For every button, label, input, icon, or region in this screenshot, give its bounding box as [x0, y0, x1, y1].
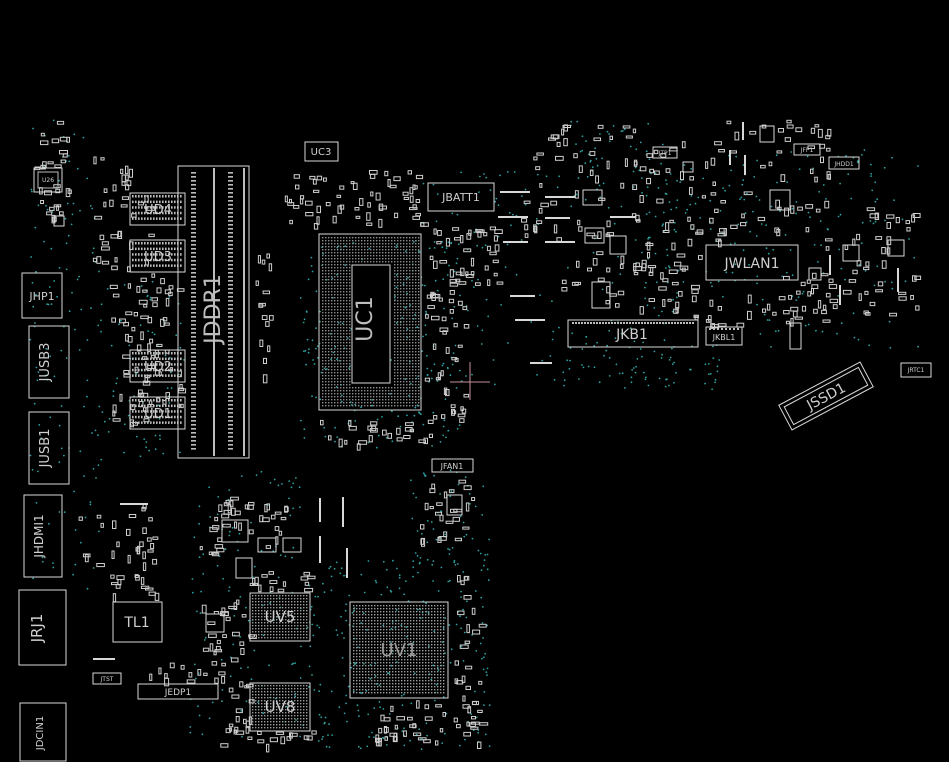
- component-ud2[interactable]: UD2: [129, 349, 186, 383]
- label-jkbl1: JKBL1: [712, 333, 736, 342]
- connector-jkb1[interactable]: JKB1: [567, 319, 699, 348]
- label-jtp1: JTP1: [658, 150, 672, 157]
- connector-jhdd1[interactable]: JHDD1: [828, 156, 860, 170]
- crosshair-cursor: [450, 362, 490, 400]
- label-u26: U26: [42, 177, 54, 184]
- label-uc1: UC1: [353, 296, 378, 341]
- label-jhdmi1: JHDMI1: [32, 514, 46, 558]
- label-jrtc1: JRTC1: [907, 367, 925, 374]
- misc-outlines: [53, 125, 905, 633]
- component-ud4[interactable]: UD4: [129, 192, 186, 226]
- connector-jfp1[interactable]: JFP1: [793, 143, 821, 156]
- label-uv1: UV1: [381, 640, 418, 661]
- label-jusb1: JUSB1: [38, 429, 53, 469]
- label-ud3: UD3: [144, 250, 172, 265]
- label-jedp1: JEDP1: [164, 688, 191, 698]
- label-ud1: UD1: [144, 407, 172, 422]
- label-jhp1: JHP1: [28, 290, 54, 303]
- label-jrj1: JRJ1: [28, 614, 46, 644]
- connector-jhdmi1[interactable]: JHDMI1: [23, 494, 63, 578]
- label-jwlan1: JWLAN1: [723, 256, 779, 272]
- label-jbatt1: JBATT1: [441, 191, 480, 204]
- connector-jtp1[interactable]: JTP1: [652, 146, 678, 159]
- connector-jbatt1[interactable]: JBATT1: [427, 182, 495, 212]
- label-jdcin1: JDCIN1: [35, 716, 46, 751]
- label-jfan1: JFAN1: [440, 462, 464, 471]
- connector-jwlan1[interactable]: JWLAN1: [705, 244, 799, 281]
- label-ud4: UD4: [144, 203, 172, 218]
- connector-jusb3[interactable]: JUSB3: [28, 325, 70, 399]
- component-uv1[interactable]: UV1: [349, 601, 449, 699]
- label-jddr1: JDDR1: [201, 274, 226, 346]
- connector-jdcin1[interactable]: JDCIN1: [19, 702, 67, 762]
- label-jfp1: JFP1: [800, 147, 814, 154]
- via-field: [29, 119, 919, 751]
- connector-jfan1[interactable]: JFAN1: [431, 458, 474, 473]
- connector-jkbl1[interactable]: JKBL1: [705, 326, 743, 346]
- component-uc3[interactable]: UC3: [304, 141, 339, 162]
- testpoint-jtst[interactable]: JTST: [92, 672, 122, 685]
- component-uv8[interactable]: UV8: [249, 682, 311, 732]
- small-pad-field: [34, 119, 922, 753]
- connector-jhp1[interactable]: JHP1: [21, 272, 63, 319]
- component-uc1[interactable]: UC1: [318, 233, 422, 411]
- component-u26[interactable]: U26: [33, 167, 63, 193]
- label-jtst: JTST: [100, 676, 114, 683]
- label-jkb1: JKB1: [615, 327, 648, 343]
- component-tl1[interactable]: TL1: [112, 601, 163, 643]
- connector-jrj1[interactable]: JRJ1: [18, 589, 67, 666]
- label-uv8: UV8: [265, 698, 296, 716]
- label-jhdd1: JHDD1: [833, 161, 854, 168]
- connector-jddr1[interactable]: JDDR1: [177, 165, 250, 459]
- label-ud2: UD2: [144, 360, 172, 375]
- connector-jedp1[interactable]: JEDP1: [137, 683, 219, 700]
- label-tl1: TL1: [123, 615, 149, 631]
- label-jusb3: JUSB3: [38, 343, 53, 383]
- label-uv5: UV5: [265, 608, 296, 626]
- connector-jusb1[interactable]: JUSB1: [28, 411, 70, 485]
- misc-bars: [93, 122, 899, 660]
- label-uc3: UC3: [311, 147, 332, 158]
- connector-jrtc1[interactable]: JRTC1: [900, 362, 932, 378]
- component-uv5[interactable]: UV5: [249, 592, 311, 642]
